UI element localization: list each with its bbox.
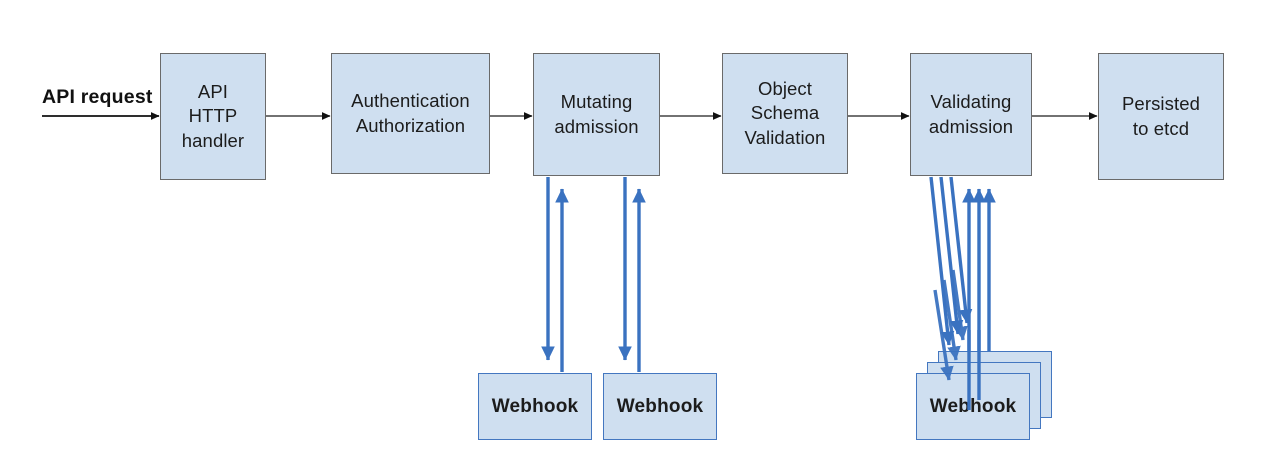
edge-validating-to-webhook-front — [929, 176, 976, 372]
api-request-label: API request — [42, 86, 153, 108]
node-api-http-handler[interactable]: API HTTP handler — [160, 53, 266, 180]
webhook-validating-front-label: Webhook — [929, 395, 1017, 417]
node-validating-admission-label: Validating admission — [928, 91, 1014, 137]
edge-validating-to-webhook-back-2 — [949, 176, 996, 351]
node-object-schema-validation-label: Object Schema Validation — [744, 77, 826, 148]
node-api-http-handler-label: API HTTP handler — [181, 80, 245, 151]
webhook-validating-front[interactable]: Webhook — [916, 373, 1030, 440]
webhook-mutating-1-label: Webhook — [491, 395, 579, 417]
node-validating-admission[interactable]: Validating admission — [910, 53, 1032, 176]
node-object-schema-validation[interactable]: Object Schema Validation — [722, 53, 848, 174]
edge-mutating-to-webhook-1 — [541, 177, 569, 372]
webhook-mutating-2[interactable]: Webhook — [603, 373, 717, 440]
node-authentication-authorization-label: Authentication Authorization — [351, 90, 470, 136]
edge-mutating-to-webhook-2 — [618, 177, 646, 372]
webhook-mutating-2-label: Webhook — [616, 395, 704, 417]
node-mutating-admission[interactable]: Mutating admission — [533, 53, 660, 176]
edge-validating-to-webhook-back-1 — [939, 176, 986, 362]
node-authentication-authorization[interactable]: Authentication Authorization — [331, 53, 490, 174]
node-mutating-admission-label: Mutating admission — [554, 91, 639, 137]
node-persisted-to-etcd-label: Persisted to etcd — [1121, 93, 1201, 139]
webhook-mutating-1[interactable]: Webhook — [478, 373, 592, 440]
node-persisted-to-etcd[interactable]: Persisted to etcd — [1098, 53, 1224, 180]
